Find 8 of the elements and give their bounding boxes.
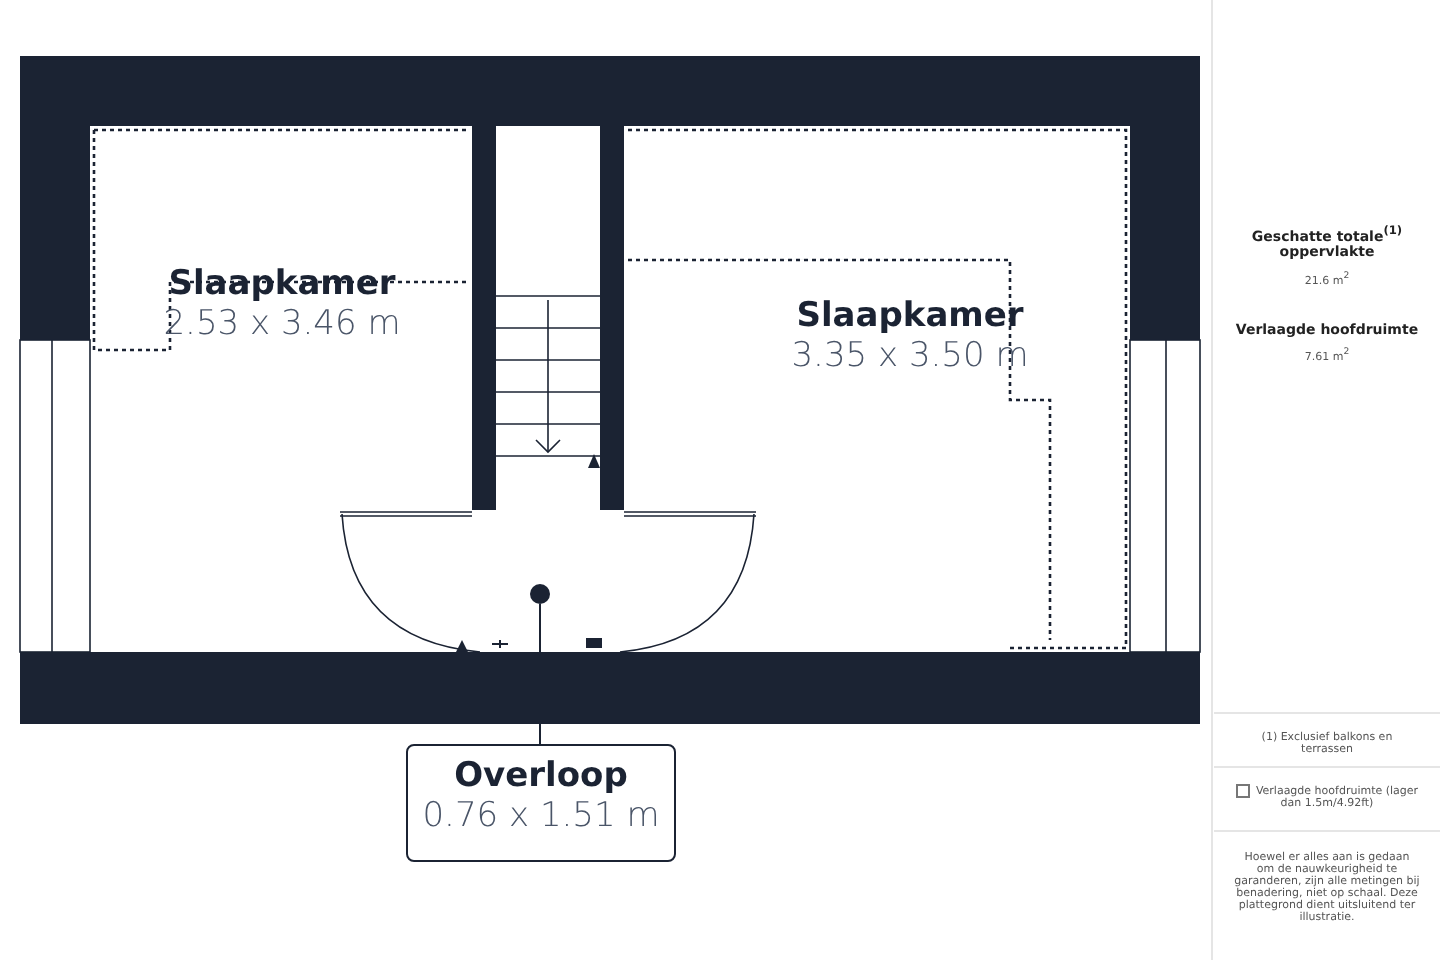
room-name: Slaapkamer bbox=[794, 296, 1026, 336]
room-dimensions: 2.53 x 3.46 m bbox=[161, 304, 403, 344]
room-dimensions: 0.76 x 1.51 m bbox=[420, 796, 662, 836]
room-name: Slaapkamer bbox=[166, 264, 398, 304]
room-dimensions: 3.35 x 3.50 m bbox=[789, 336, 1031, 376]
leader-line bbox=[539, 603, 541, 745]
room-label-box bbox=[406, 744, 676, 862]
room-name: Overloop bbox=[452, 756, 630, 796]
